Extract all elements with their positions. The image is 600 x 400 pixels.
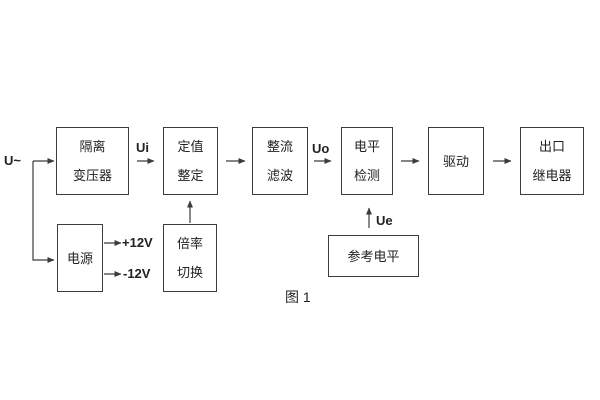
block-level-detection-line2: 检测 bbox=[353, 168, 380, 183]
block-ratio-switch: 倍率 切换 bbox=[163, 224, 217, 292]
block-output-relay: 出口 继电器 bbox=[520, 127, 584, 195]
arrow-input-to-power-supply bbox=[32, 161, 55, 263]
block-isolation-transformer: 隔离 变压器 bbox=[56, 127, 129, 195]
block-reference-level-label: 参考电平 bbox=[347, 248, 400, 264]
block-rectifier-filter: 整流 滤波 bbox=[252, 127, 308, 195]
block-isolation-transformer-line2: 变压器 bbox=[72, 168, 112, 183]
block-ratio-switch-line2: 切换 bbox=[176, 265, 203, 280]
block-ratio-switch-line1: 倍率 bbox=[176, 236, 203, 251]
block-drive: 驱动 bbox=[428, 127, 484, 195]
block-value-setting-line1: 定值 bbox=[177, 139, 204, 154]
block-reference-level: 参考电平 bbox=[328, 235, 419, 277]
block-value-setting-line2: 整定 bbox=[177, 168, 204, 183]
signal-label-ui: Ui bbox=[136, 140, 149, 155]
block-output-relay-line2: 继电器 bbox=[532, 168, 572, 183]
signal-label-ue: Ue bbox=[376, 213, 393, 228]
input-signal-label: U~ bbox=[4, 153, 21, 168]
block-level-detection: 电平 检测 bbox=[341, 127, 393, 195]
block-value-setting: 定值 整定 bbox=[163, 127, 218, 195]
rail-label-minus12v: -12V bbox=[123, 266, 151, 281]
block-power-supply-label: 电源 bbox=[66, 250, 93, 266]
block-drive-label: 驱动 bbox=[442, 153, 469, 169]
rail-label-plus12v: +12V bbox=[122, 235, 153, 250]
block-rectifier-filter-line2: 滤波 bbox=[266, 168, 293, 183]
figure-caption: 图 1 bbox=[285, 289, 311, 305]
block-isolation-transformer-line1: 隔离 bbox=[79, 139, 106, 154]
block-rectifier-filter-line1: 整流 bbox=[266, 139, 293, 154]
block-output-relay-line1: 出口 bbox=[538, 139, 565, 154]
block-power-supply: 电源 bbox=[57, 224, 103, 292]
block-level-detection-line1: 电平 bbox=[353, 139, 380, 154]
signal-label-uo: Uo bbox=[312, 141, 330, 156]
